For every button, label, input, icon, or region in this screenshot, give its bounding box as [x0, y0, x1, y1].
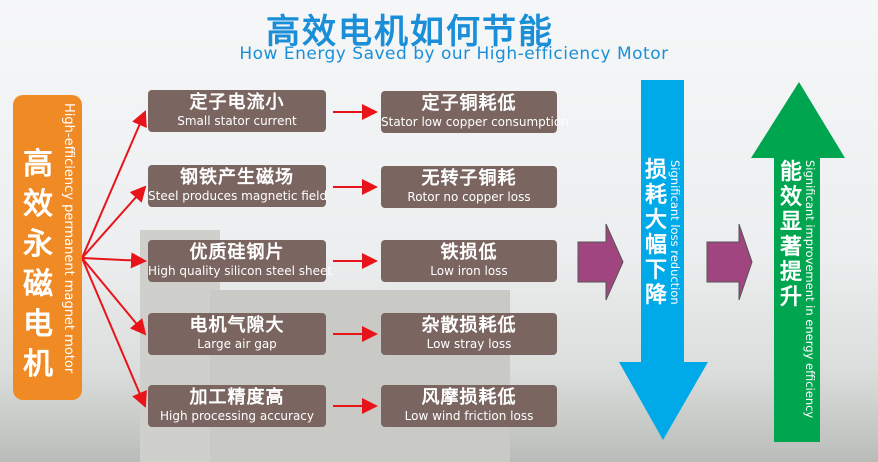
effect-en: Low wind friction loss	[404, 409, 534, 423]
page-subtitle: How Energy Saved by our High-efficiency …	[239, 44, 669, 64]
purple-arrow	[577, 223, 624, 301]
fan-arrow	[81, 185, 147, 259]
fan-arrow	[81, 252, 147, 269]
cause-cn: 钢铁产生磁场	[180, 167, 294, 188]
cause-cn: 电机气隙大	[189, 315, 285, 336]
cause-en: Steel produces magnetic field	[148, 189, 328, 203]
effect-cn: 无转子铜耗	[421, 168, 517, 189]
effect-en: Low iron loss	[430, 264, 508, 278]
effect-en: Low stray loss	[426, 337, 512, 351]
efficiency-en: Significant improvement in energy effici…	[803, 160, 817, 419]
source-cn: 高效永磁电机	[23, 147, 53, 382]
effect-cn: 铁损低	[440, 242, 498, 263]
efficiency-cn: 能效显著提升	[779, 160, 802, 310]
effect-cn: 杂散损耗低	[421, 315, 517, 336]
fan-arrow	[81, 257, 147, 408]
efficiency-up-arrow	[751, 82, 845, 442]
fan-arrow	[81, 257, 147, 336]
effect-en: Stator low copper consumption	[381, 115, 569, 129]
source-box: 高效永磁电机 High-efficiency permanent magnet …	[13, 95, 82, 400]
cause-en: High quality silicon steel sheet	[148, 264, 333, 278]
loss-cn: 损耗大幅下降	[644, 158, 667, 308]
fan-arrow	[81, 110, 147, 259]
source-en: High-efficiency permanent magnet motor	[61, 103, 76, 374]
effect-cn: 定子铜耗低	[421, 93, 517, 114]
cause-cn: 优质硅钢片	[189, 242, 285, 263]
loss-en: Significant loss reduction	[668, 160, 682, 305]
purple-arrow	[706, 223, 753, 301]
page-title: 高效电机如何节能	[266, 12, 554, 52]
cause-cn: 加工精度高	[189, 387, 285, 408]
cause-en: Small stator current	[177, 114, 297, 128]
effect-en: Rotor no copper loss	[407, 190, 531, 204]
effect-cn: 风摩损耗低	[421, 387, 517, 408]
cause-en: Large air gap	[197, 337, 277, 351]
cause-cn: 定子电流小	[189, 92, 285, 113]
loss-down-arrow	[619, 80, 708, 440]
cause-en: High processing accuracy	[159, 409, 315, 423]
